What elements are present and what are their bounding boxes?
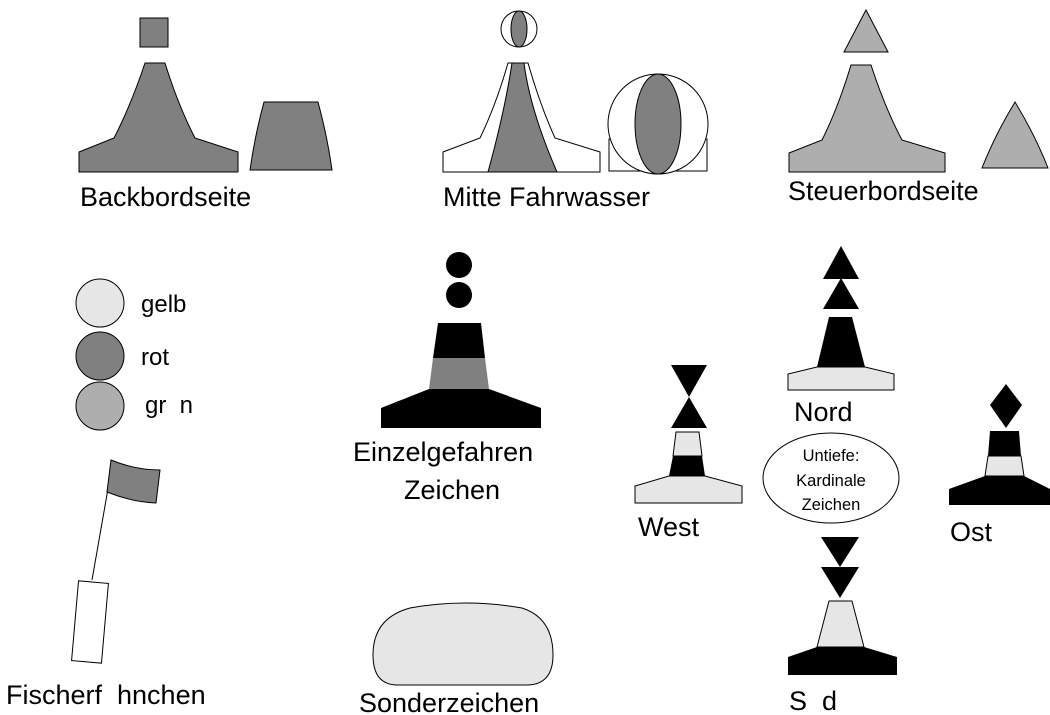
mitte-group: Mitte Fahrwasser: [442, 10, 709, 212]
backbord-spar-buoy: [78, 62, 239, 173]
sued-topmark-cone-down-lower: [821, 567, 859, 598]
nord-topmark-cone-lower: [823, 278, 859, 309]
legend-swatch-gruen: [75, 381, 125, 431]
fischer-flag: [106, 459, 161, 504]
west-label: West: [638, 512, 700, 542]
nord-buoy-band-yellow: [787, 366, 895, 391]
legend-label-gelb: gelb: [141, 291, 186, 318]
einzel-label-line2: Zeichen: [404, 475, 500, 505]
legend-swatch-rot: [75, 331, 125, 381]
west-buoy-band-black: [669, 456, 705, 476]
ost-buoy-band-black-top: [988, 431, 1021, 456]
nord-topmark-cone-upper: [823, 246, 859, 279]
cardinal-ellipse: [762, 432, 900, 524]
color-legend: gelb rot gr n: [75, 278, 193, 431]
einzel-buoy-band-black-top: [433, 323, 485, 358]
einzel-topmark-ball-lower: [446, 282, 472, 308]
einzel-label-line1: Einzelgefahren: [353, 437, 533, 467]
steuerbord-cone-buoy: [981, 101, 1049, 169]
einzel-buoy-band-black-base: [381, 389, 541, 428]
sonder-label: Sonderzeichen: [359, 688, 539, 715]
steuerbord-topmark-cone: [843, 8, 889, 53]
einzel-buoy-band-red: [429, 358, 489, 389]
legend-swatch-gelb: [75, 278, 125, 328]
west-buoy-band-yellow-base: [634, 475, 743, 504]
einzel-topmark-ball-upper: [446, 252, 472, 278]
cardinal-ellipse-line3: Zeichen: [802, 496, 861, 514]
steuerbord-group: Steuerbordseite: [788, 8, 1049, 206]
backbord-topmark-square: [139, 17, 169, 48]
nord-buoy-band-black: [817, 317, 865, 367]
cardinal-ellipse-line2: Kardinale: [796, 472, 866, 490]
fischer-label: Fischerf hnchen: [6, 680, 206, 710]
legend-label-gruen: gr n: [145, 392, 193, 419]
backbord-group: Backbordseite: [78, 17, 333, 212]
west-buoy-band-yellow-top: [672, 431, 703, 457]
legend-label-rot: rot: [141, 344, 169, 371]
ost-buoy-band-yellow: [984, 455, 1025, 477]
sued-topmark-cone-down-upper: [821, 537, 859, 567]
west-topmark-cone-up: [671, 397, 707, 428]
ost-buoy-band-black-base: [949, 476, 1050, 505]
sonder-buoy: [372, 602, 554, 686]
einzelgefahren-group: Einzelgefahren Zeichen: [353, 252, 541, 505]
sued-buoy-band-black: [788, 647, 897, 675]
backbord-can-buoy: [249, 101, 333, 171]
cardinal-group: Nord West Untiefe: Kardinale Zeichen Ost…: [634, 246, 1050, 715]
backbord-label: Backbordseite: [80, 182, 251, 212]
west-topmark-cone-down: [671, 365, 707, 397]
steuerbord-spar-buoy: [788, 64, 946, 173]
fischer-group: Fischerf hnchen: [6, 459, 206, 710]
ost-topmark-diamond: [990, 384, 1022, 428]
steuerbord-label: Steuerbordseite: [788, 176, 979, 206]
mitte-spar-stripe: [487, 62, 558, 173]
ost-label: Ost: [950, 517, 993, 547]
sonder-group: Sonderzeichen: [359, 602, 554, 715]
nord-label: Nord: [794, 397, 853, 427]
mitte-label: Mitte Fahrwasser: [443, 182, 650, 212]
mitte-ball-stripe: [634, 73, 682, 175]
cardinal-ellipse-line1: Untiefe:: [803, 447, 860, 465]
sued-label: S d: [789, 686, 837, 715]
sued-buoy-band-yellow: [816, 600, 865, 648]
fischer-float: [71, 580, 109, 664]
mitte-topmark-stripe: [510, 10, 528, 48]
